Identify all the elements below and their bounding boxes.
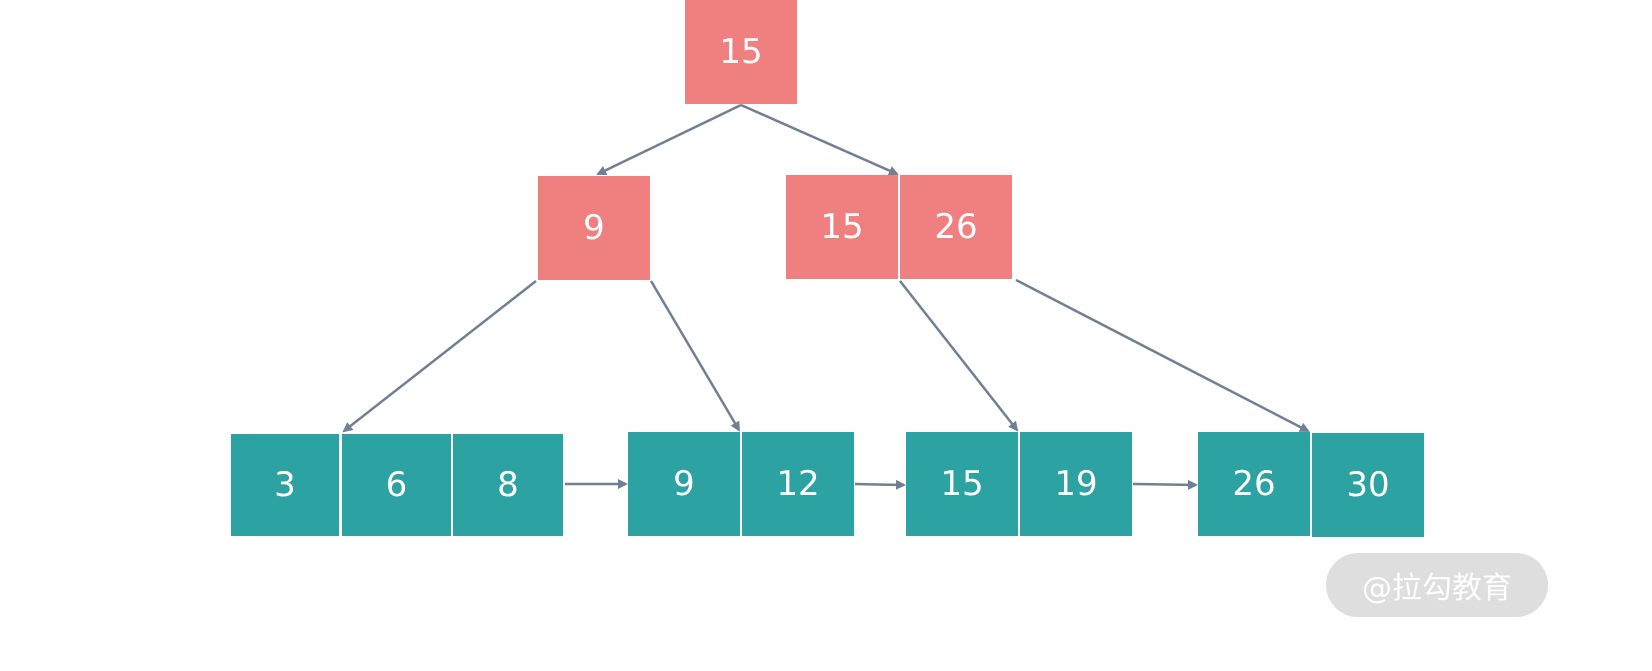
leaf-4-key-2: 30 [1312,433,1424,537]
leaf-link-3-to-4 [1132,479,1198,490]
root-key: 15 [685,0,797,104]
edge-left-internal-to-leaf-2 [649,280,741,432]
leaf-3-key-2: 19 [1020,432,1132,536]
leaf-4-key-1: 26 [1198,432,1310,536]
edge-root-to-right-internal [740,103,899,176]
leaf-1-key-1: 3 [231,434,339,536]
edge-left-internal-to-leaf-1 [342,280,537,433]
internal-left-key: 9 [538,176,650,280]
leaf-2-key-1: 9 [628,432,740,536]
internal-right-key-1: 15 [786,175,898,279]
edge-right-internal-to-leaf-3 [899,280,1019,432]
edge-root-to-left-internal [596,103,742,176]
leaf-3-key-1: 15 [906,432,1018,536]
leaf-2-key-2: 12 [742,432,854,536]
leaf-1-key-2: 6 [342,434,451,536]
edge-right-internal-to-leaf-4 [1015,278,1310,433]
internal-right-key-2: 26 [900,175,1012,279]
watermark-logo: @拉勾教育 [1326,553,1548,617]
leaf-1-key-3: 8 [453,434,563,536]
leaf-link-2-to-3 [854,479,906,490]
